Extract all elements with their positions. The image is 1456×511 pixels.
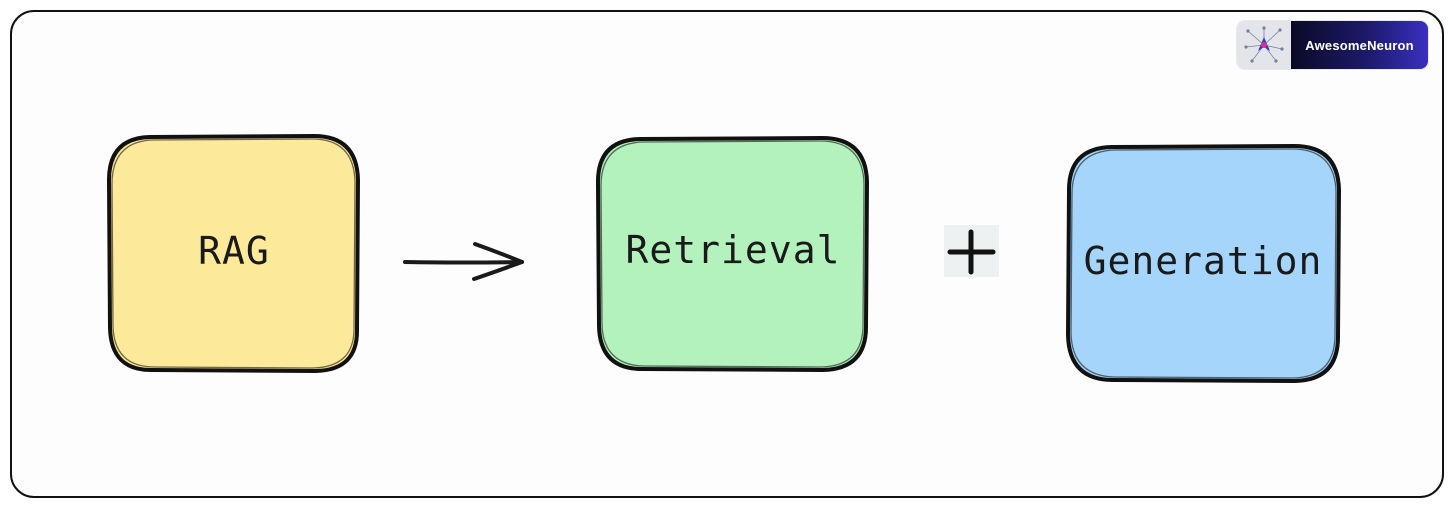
retrieval-box: Retrieval (595, 136, 869, 372)
generation-label: Generation (1084, 239, 1323, 283)
badge-label: AwesomeNeuron (1291, 21, 1428, 69)
retrieval-label: Retrieval (626, 228, 841, 272)
arrow-connector (403, 242, 524, 281)
awesomeneuron-badge[interactable]: AwesomeNeuron (1237, 21, 1428, 69)
rag-box: RAG (106, 134, 360, 373)
plus-connector (944, 225, 999, 277)
rag-label: RAG (198, 229, 270, 273)
neuron-network-icon (1237, 21, 1291, 69)
generation-box: Generation (1066, 144, 1341, 383)
